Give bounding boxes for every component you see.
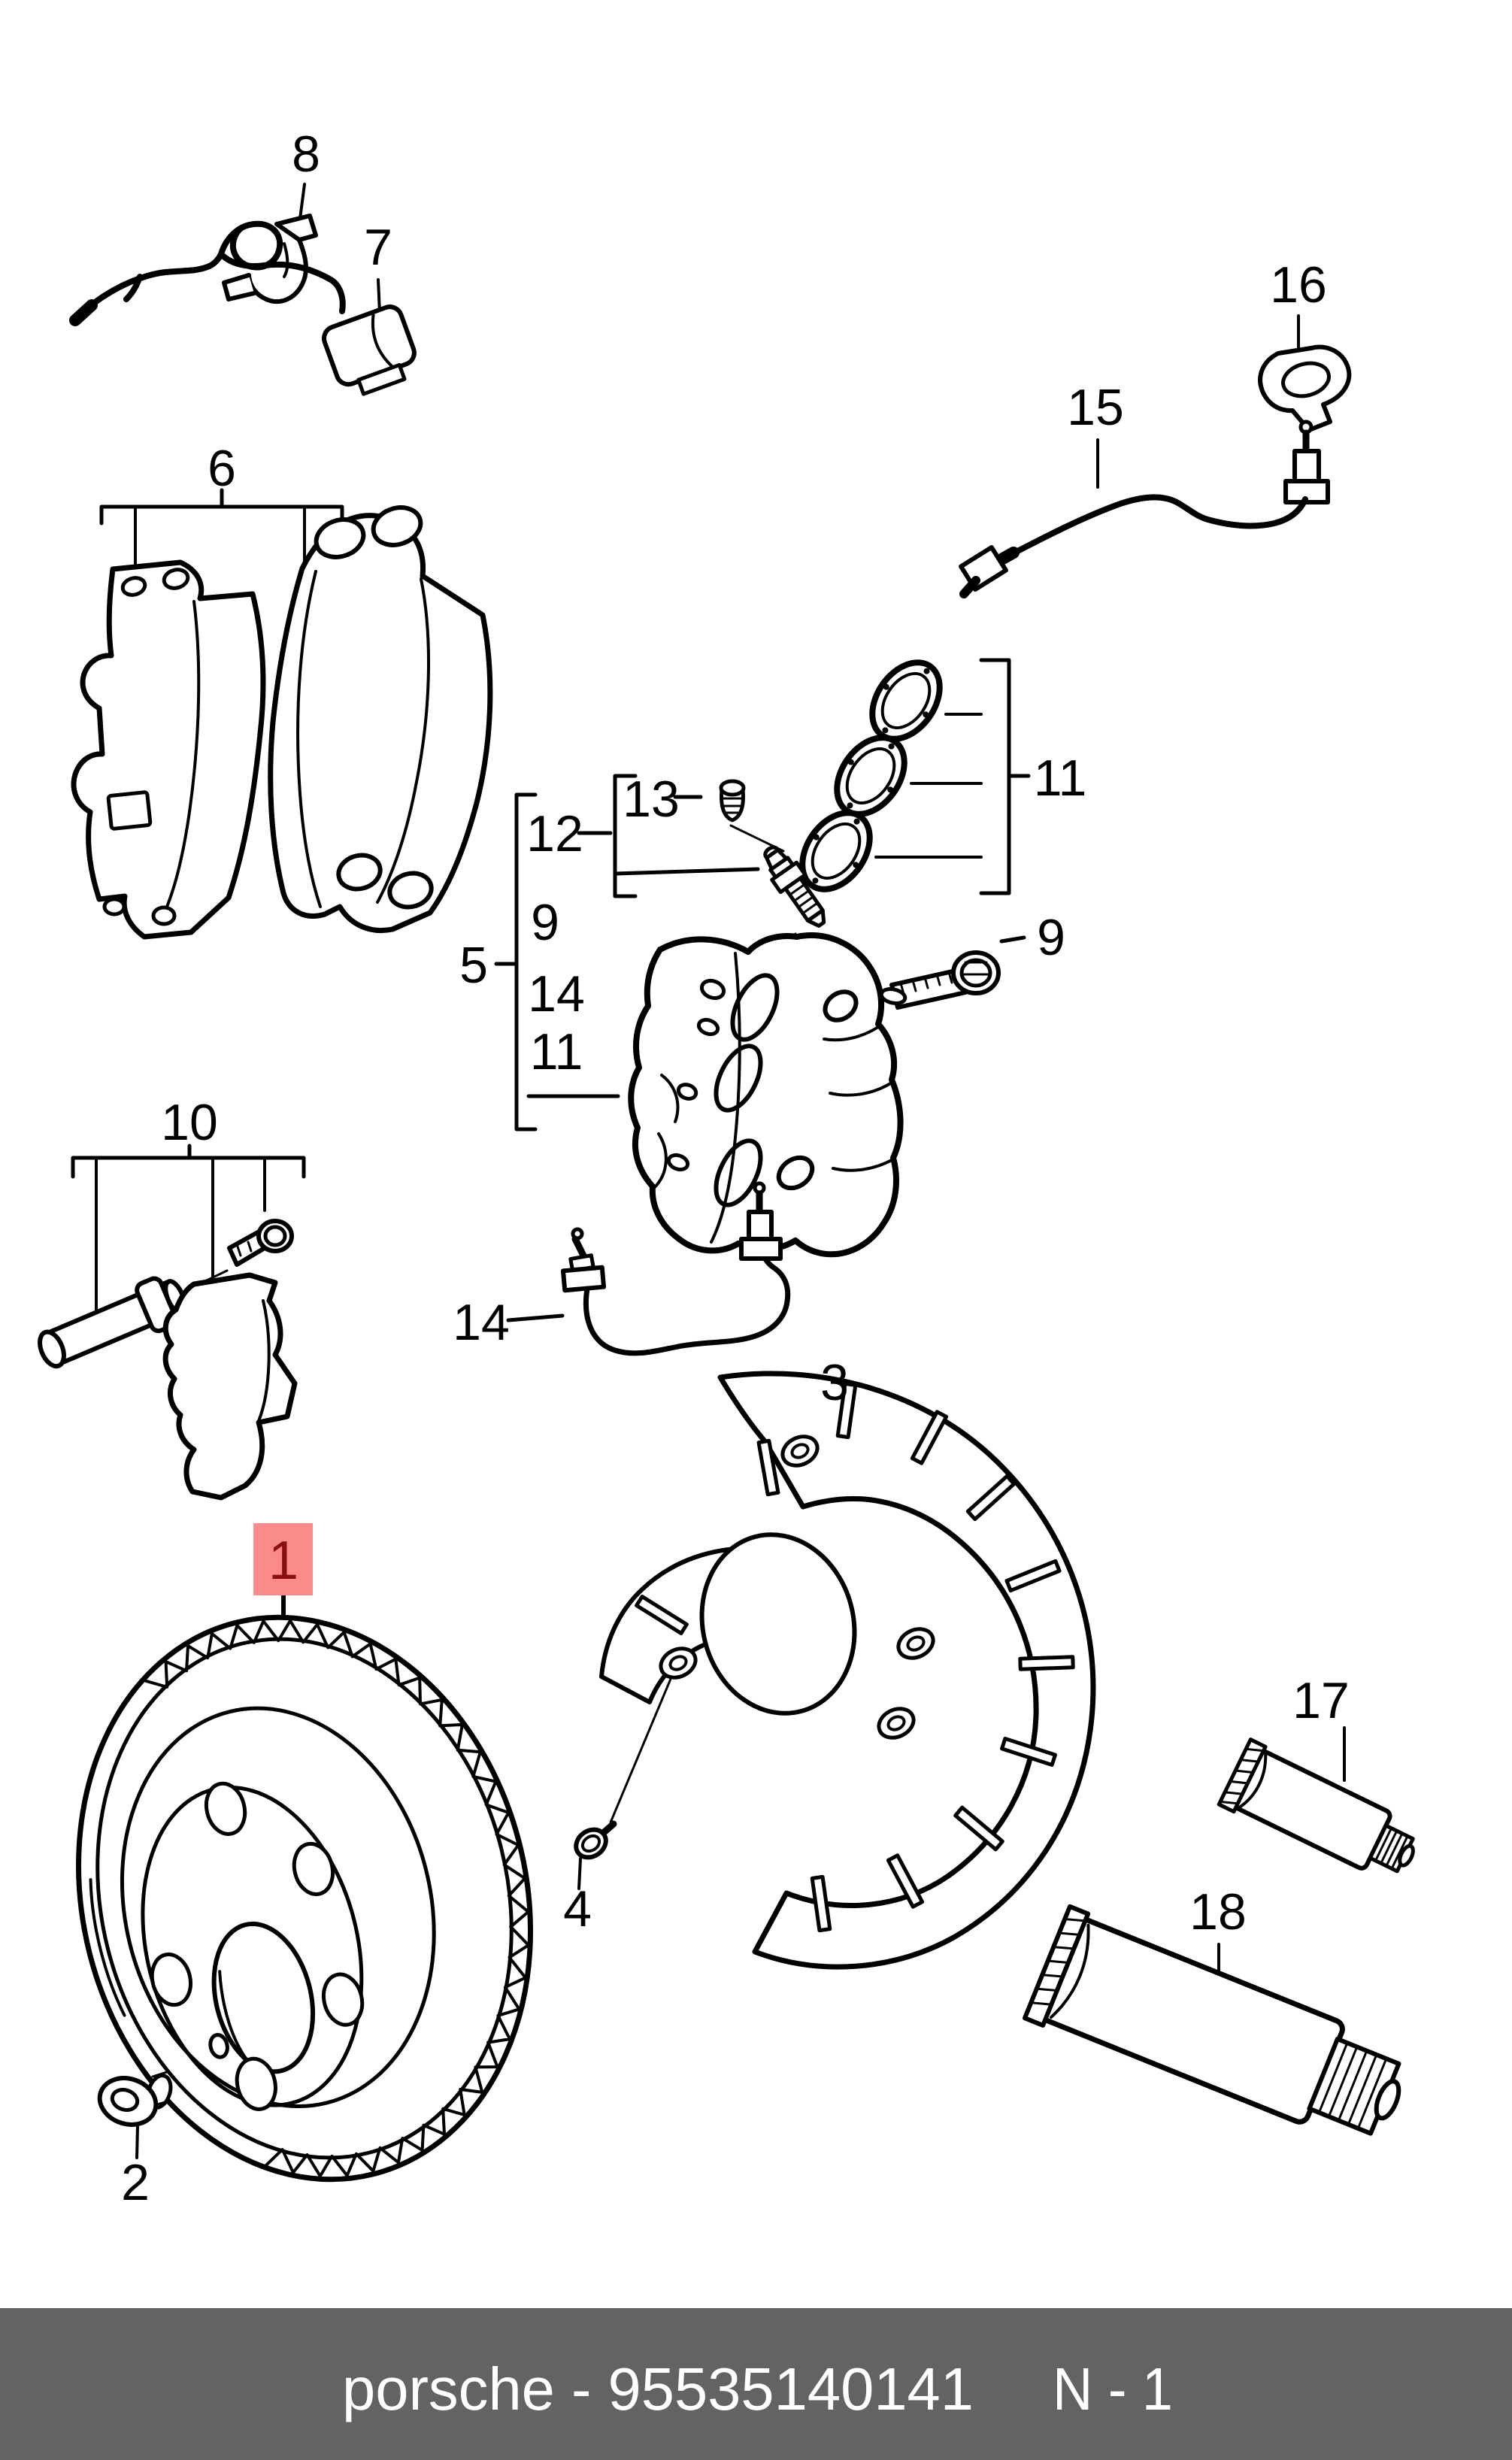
callout-15[interactable]: 15: [1067, 379, 1124, 436]
part-12-bleeder-valve: [763, 845, 826, 928]
callout-11-rings[interactable]: 11: [1034, 750, 1087, 807]
part-18-tube: [1023, 1904, 1401, 2136]
callout-5[interactable]: 5: [459, 937, 488, 994]
part-8-clip: [222, 214, 318, 304]
callout-labels: 8 7 6 16 15 13 12 11 9 5 14 11 9 10 14 3…: [121, 126, 1350, 2211]
part-2-screw: [97, 2071, 173, 2127]
callout-9-list[interactable]: 9: [531, 894, 559, 951]
callout-1[interactable]: 1: [268, 1531, 298, 1591]
callout-17[interactable]: 17: [1292, 1672, 1350, 1729]
callout-4[interactable]: 4: [563, 1880, 592, 1937]
part-13-bleeder-cap: [719, 779, 746, 823]
part-10-carrier-group: [38, 1219, 298, 1501]
callout-6[interactable]: 6: [208, 440, 236, 497]
part-6-brake-pads: [71, 505, 493, 940]
shield-bosses: [659, 1434, 935, 1740]
part-9-bolt: [879, 950, 1001, 1010]
callout-16[interactable]: 16: [1270, 256, 1327, 314]
part-7-sensor-cable: [69, 220, 417, 396]
callout-12[interactable]: 12: [526, 805, 583, 862]
part-11-seal-rings: [799, 659, 943, 892]
callout-2[interactable]: 2: [121, 2154, 150, 2211]
callout-1-highlight[interactable]: [253, 1523, 313, 1595]
part-14-crossover-pipe: [560, 1181, 791, 1356]
callout-14-pipe[interactable]: 14: [453, 1294, 510, 1351]
footer-bar: [0, 2308, 1512, 2460]
footer: porsche - 95535140141 N - 1: [0, 2308, 1512, 2460]
sensor-connector: [322, 304, 417, 396]
part-5-caliper: [628, 932, 904, 1258]
callout-3[interactable]: 3: [820, 1354, 849, 1411]
part-16-clip: [1258, 344, 1352, 432]
part-1-brake-disc: [76, 1614, 533, 2183]
callout-13[interactable]: 13: [623, 771, 680, 828]
part-15-brake-pipe: [959, 420, 1330, 598]
part-17-tube: [1217, 1737, 1415, 1874]
footer-part-number: porsche - 95535140141: [342, 2355, 974, 2422]
footer-page-ref: N - 1: [1053, 2355, 1173, 2422]
callout-18[interactable]: 18: [1189, 1883, 1247, 1940]
callout-11-list[interactable]: 11: [530, 1023, 583, 1080]
callout-14-list[interactable]: 14: [528, 965, 585, 1022]
part-4-bolt: [574, 1820, 617, 1860]
callout-10[interactable]: 10: [161, 1094, 218, 1151]
callout-7[interactable]: 7: [364, 219, 392, 276]
callout-8[interactable]: 8: [292, 126, 320, 183]
callout-9-bolt[interactable]: 9: [1037, 909, 1065, 966]
part-3-splash-shield: [599, 1371, 1096, 1970]
